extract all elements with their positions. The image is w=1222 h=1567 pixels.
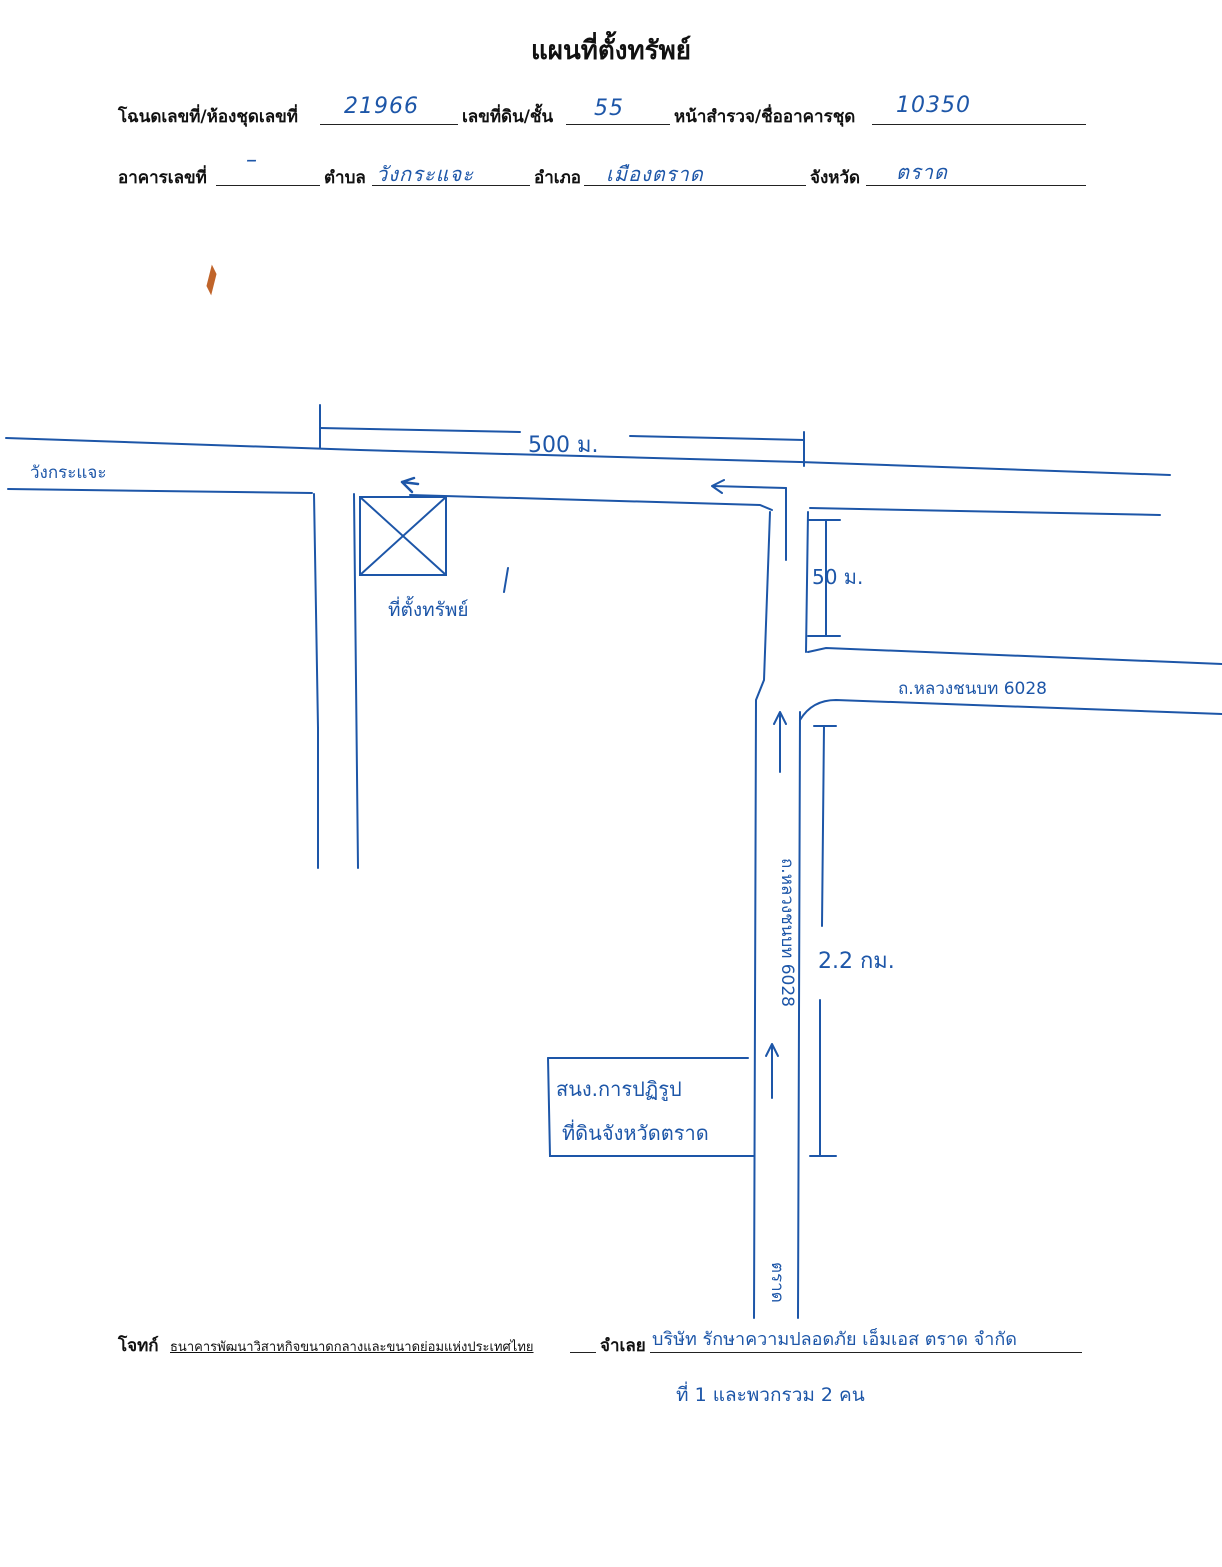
dist-long-label: 2.2 กม. (818, 949, 895, 974)
arrow-left-1 (400, 476, 420, 494)
branch-road-top-edge (807, 646, 1222, 665)
survey-label: หน้าสำรวจ/ชื่ออาคารชุด (674, 107, 856, 127)
vertical-road-left-edge (753, 511, 771, 1319)
plaintiff-value: ธนาคารพัฒนาวิสาหกิจขนาดกลางและขนาดย่อมแห… (170, 1340, 534, 1355)
vertical-road-right-edge-bottom (797, 711, 801, 1319)
ink-stain (206, 264, 217, 296)
building-value: – (246, 148, 258, 173)
arrow-up-2 (765, 1043, 779, 1099)
side-road-left-line-2 (353, 493, 359, 869)
property-cross (359, 496, 447, 576)
property-pointer (503, 567, 509, 593)
dist-top-label: 500 ม. (528, 433, 598, 458)
building-line (216, 185, 320, 186)
province-value: ตราด (896, 160, 948, 184)
district-value: เมืองตราด (606, 162, 704, 186)
road-vertical-label: ถ.หลวงชนบท 6028 (777, 858, 797, 1007)
office-label-line2: ที่ดินจังหวัดตราด (562, 1119, 709, 1145)
subdistrict-line (372, 185, 530, 186)
dim-500-line (319, 427, 805, 441)
bottom-road-label: ตราด (767, 1262, 787, 1303)
property-label: ที่ตั้งทรัพย์ (388, 596, 469, 621)
property-box (359, 496, 447, 576)
defendant-line (650, 1352, 1082, 1353)
dist-side-label: 50 ม. (812, 565, 863, 589)
land-no-value: 55 (594, 96, 624, 121)
land-no-label: เลขที่ดิน/ชั้น (462, 107, 554, 127)
plaintiff-label: โจทก์ (118, 1336, 159, 1356)
province-line (866, 185, 1086, 186)
deed-line (320, 124, 458, 125)
arrow-left-2 (711, 479, 787, 494)
side-road-left-line-1 (313, 493, 319, 729)
survey-value: 10350 (896, 93, 971, 118)
main-road-bottom-edge-mid (409, 494, 773, 511)
deed-label: โฉนดเลขที่/ห้องชุดเลขที่ (118, 107, 298, 127)
main-road-top-edge (5, 437, 1171, 476)
subdistrict-label: ตำบล (324, 168, 366, 188)
building-label: อาคารเลขที่ (118, 168, 207, 188)
office-box-left-bottom (547, 1057, 755, 1157)
defendant-label: จำเลย (600, 1336, 646, 1356)
land-no-line (566, 124, 670, 125)
defendant-value-line1: บริษัท รักษาความปลอดภัย เอ็มเอส ตราด จำก… (652, 1329, 1017, 1350)
main-road-bottom-edge-left (7, 488, 313, 494)
survey-line (872, 124, 1086, 125)
subdistrict-value: วังกระแจะ (376, 162, 474, 186)
road-left-label: วังกระแจะ (30, 463, 106, 483)
dim-22-line (819, 725, 825, 1157)
defendant-value-line2: ที่ 1 และพวกรวม 2 คน (676, 1384, 865, 1406)
plaintiff-line-tail (570, 1352, 596, 1353)
office-label-line1: สนง.การปฏิรูป (556, 1077, 682, 1102)
page-title: แผนที่ตั้งทรัพย์ (531, 36, 691, 66)
deed-value: 21966 (344, 94, 419, 119)
province-label: จังหวัด (810, 168, 861, 188)
district-label: อำเภอ (534, 168, 581, 188)
branch-road-bottom-edge (799, 698, 1222, 721)
arrow-up-1 (773, 711, 787, 773)
dim-50-ticks (807, 519, 841, 637)
main-road-bottom-edge-right (809, 507, 1161, 516)
district-line (584, 185, 806, 186)
road-right-label: ถ.หลวงชนบท 6028 (898, 679, 1047, 699)
vertical-road-right-edge-top (805, 511, 809, 653)
